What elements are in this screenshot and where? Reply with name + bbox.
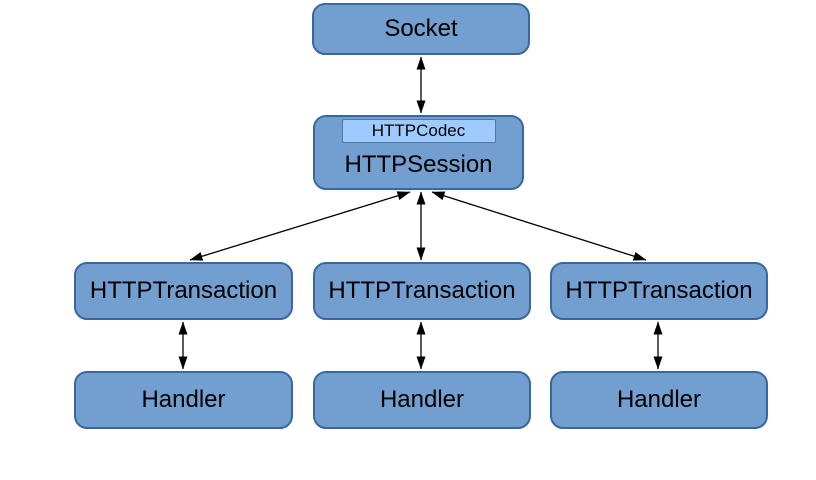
connector-session-transaction-right [431,191,647,261]
node-httpcodec-label: HTTPCodec [371,120,466,140]
node-httptransaction-right: HTTPTransaction [550,262,768,320]
node-httpsession: HTTPCodec HTTPSession [313,115,524,190]
node-httptransaction-middle-label: HTTPTransaction [328,276,516,304]
node-httptransaction-left-label: HTTPTransaction [89,276,278,304]
node-handler-middle: Handler [313,371,531,429]
node-handler-right-label: Handler [616,385,702,413]
node-httptransaction-left: HTTPTransaction [74,262,293,320]
node-socket: Socket [312,3,530,55]
node-httptransaction-middle: HTTPTransaction [313,262,531,320]
node-handler-right: Handler [550,371,768,429]
node-httpsession-label: HTTPSession [344,151,493,179]
node-handler-middle-label: Handler [379,385,465,413]
node-socket-label: Socket [384,14,458,42]
connector-session-transaction-left [189,191,411,261]
node-handler-left: Handler [74,371,293,429]
node-httptransaction-right-label: HTTPTransaction [565,276,753,304]
node-httpcodec: HTTPCodec [341,119,496,143]
node-handler-left-label: Handler [141,385,226,413]
